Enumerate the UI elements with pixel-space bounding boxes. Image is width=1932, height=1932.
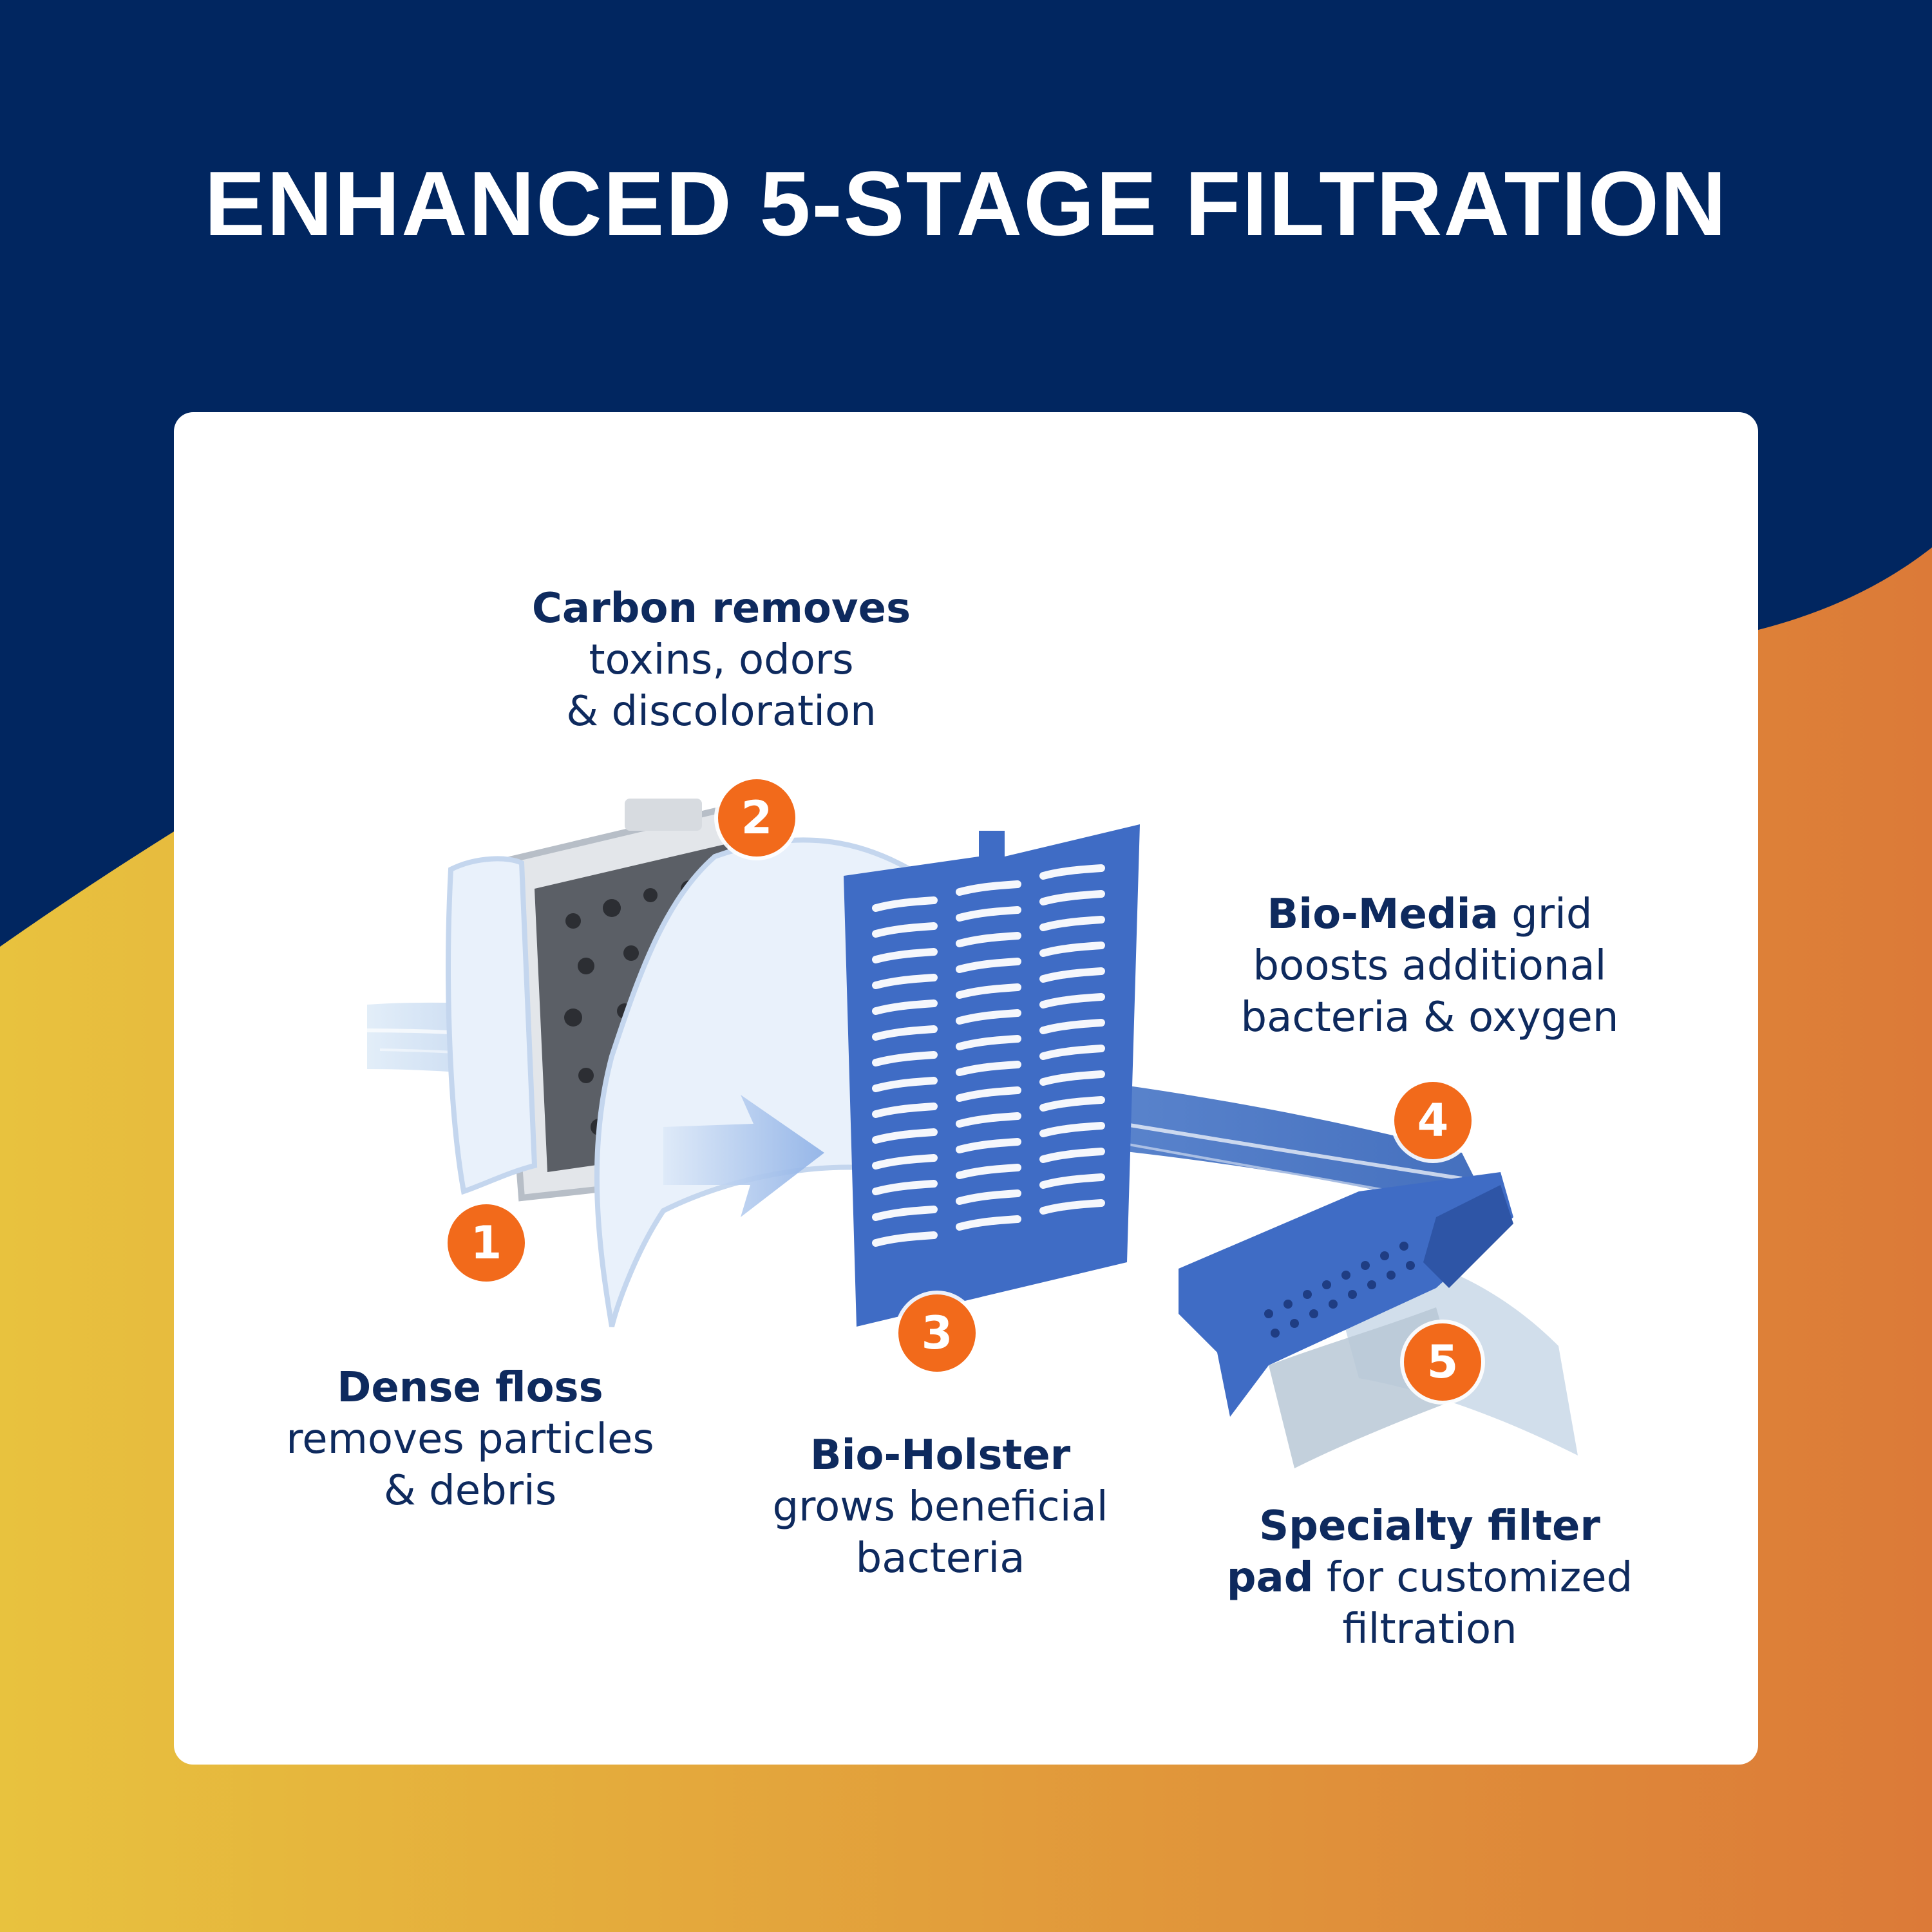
bio-holster-grid-icon bbox=[844, 824, 1140, 1327]
stage-3-label: Bio-Holster grows beneficial bacteria bbox=[772, 1432, 1108, 1582]
flow-arrow-icon bbox=[663, 1095, 824, 1217]
stage-5-label: Specialty filter pad for customized filt… bbox=[1226, 1502, 1633, 1653]
floss-pad-icon bbox=[446, 837, 924, 1327]
stage-5-badge: 5 bbox=[1404, 1323, 1481, 1401]
stage-3-badge: 3 bbox=[898, 1294, 976, 1372]
filtration-illustration bbox=[366, 799, 1578, 1468]
page-title: ENHANCED 5-STAGE FILTRATION bbox=[204, 153, 1728, 255]
stage-1-label: Dense floss removes particles & debris bbox=[286, 1364, 654, 1515]
stage-2-label: Carbon removes toxins, odors & discolora… bbox=[531, 585, 911, 735]
stage-4-badge: 4 bbox=[1394, 1082, 1472, 1159]
illustration-card: Carbon removes toxins, odors & discolora… bbox=[174, 412, 1758, 1765]
stage-4-label: Bio-Media grid boosts additional bacteri… bbox=[1240, 891, 1619, 1041]
stage-2-badge: 2 bbox=[718, 779, 795, 857]
stage-1-badge: 1 bbox=[448, 1204, 525, 1282]
